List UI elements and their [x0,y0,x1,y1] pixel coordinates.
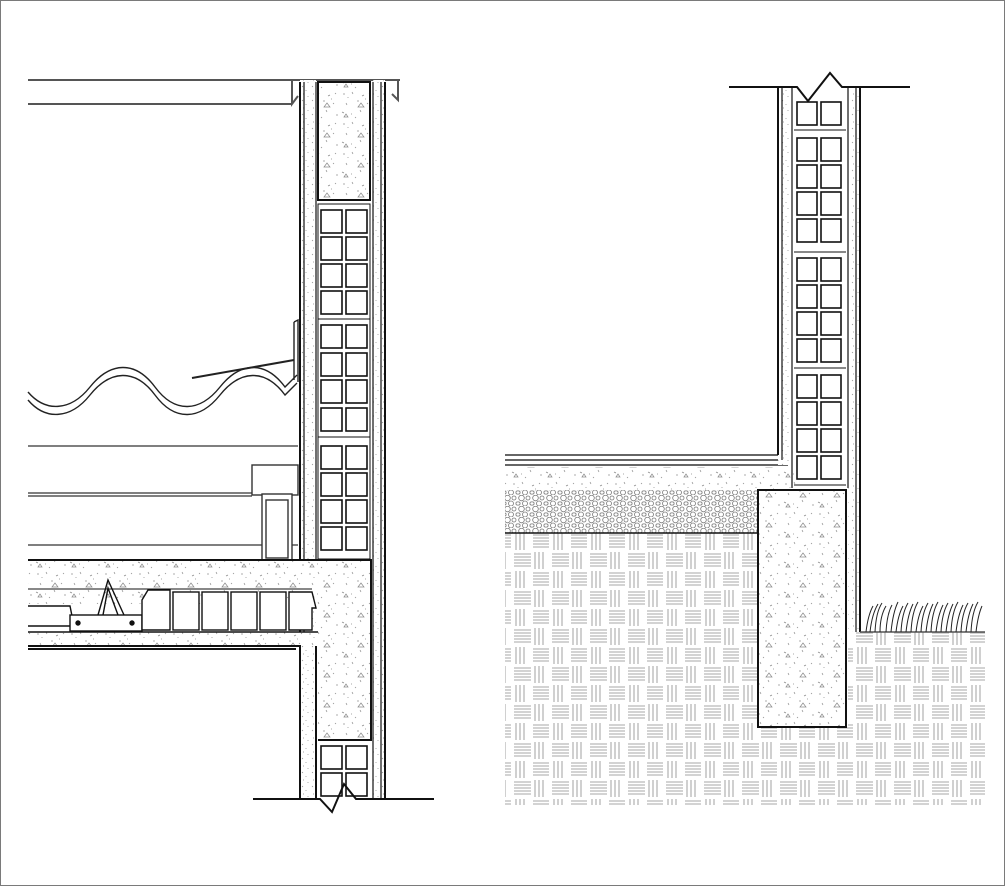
outer-plaster [373,80,385,800]
grass [860,601,985,633]
gravel-bed [505,490,758,533]
floor-slab [505,467,797,490]
outer-plaster-right [848,87,860,632]
roof-bracket [191,318,299,382]
break-line-top [729,71,910,103]
concrete-footing [757,489,847,728]
concrete-cap [317,81,371,201]
right-detail [505,71,985,805]
corrugated-roof [27,366,298,416]
hollow-block-slab [28,577,318,633]
hollow-block-upper [317,203,371,560]
concrete-slab-bottom [28,632,318,646]
earth-fill-below-footing [758,727,848,805]
earth-fill-exterior [848,632,985,805]
earth-fill [505,533,758,805]
inner-plaster-right [778,87,792,465]
ring-beam [318,560,371,740]
hollow-block-right [794,101,846,486]
plaster-lower [304,646,316,800]
window-frame [251,464,299,561]
left-detail [27,79,434,814]
break-line-bottom [253,782,434,814]
coping-flashing [28,79,400,107]
hollow-block-lower [320,745,368,797]
